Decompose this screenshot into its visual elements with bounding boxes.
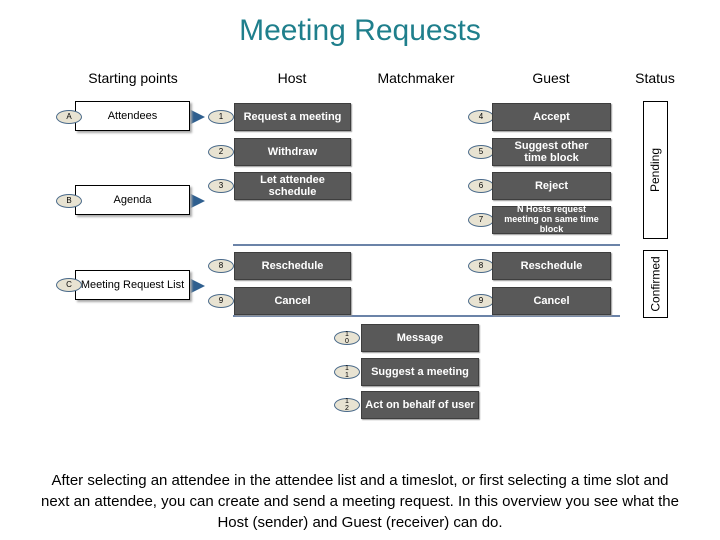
host-cancel-button[interactable]: Cancel bbox=[234, 287, 351, 315]
matchmaker-act-on-behalf-button[interactable]: Act on behalf of user bbox=[361, 391, 479, 419]
column-header-matchmaker: Matchmaker bbox=[377, 70, 455, 86]
start-meeting-request-list-label: Meeting Request List bbox=[80, 279, 185, 291]
badge-host-9: 9 bbox=[208, 294, 234, 308]
guest-cancel-button[interactable]: Cancel bbox=[492, 287, 611, 315]
badge-guest-8: 8 bbox=[468, 259, 494, 273]
badge-matchmaker-10: 1 0 bbox=[334, 331, 360, 345]
badge-matchmaker-12: 1 2 bbox=[334, 398, 360, 412]
badge-guest-4: 4 bbox=[468, 110, 494, 124]
host-withdraw-button[interactable]: Withdraw bbox=[234, 138, 351, 166]
badge-guest-9: 9 bbox=[468, 294, 494, 308]
badge-c: C bbox=[56, 278, 82, 292]
start-attendees-box[interactable]: Attendees bbox=[75, 101, 190, 131]
badge-matchmaker-10-bottom: 0 bbox=[345, 338, 349, 345]
column-header-status: Status bbox=[635, 70, 675, 86]
badge-matchmaker-12-top: 1 bbox=[345, 398, 349, 405]
guest-reject-button[interactable]: Reject bbox=[492, 172, 611, 200]
start-agenda-box[interactable]: Agenda bbox=[75, 185, 190, 215]
badge-host-8: 8 bbox=[208, 259, 234, 273]
start-meeting-request-list-box[interactable]: Meeting Request List bbox=[75, 270, 190, 300]
badge-guest-5: 5 bbox=[468, 145, 494, 159]
badge-matchmaker-12-bottom: 2 bbox=[345, 405, 349, 412]
column-header-host: Host bbox=[277, 70, 307, 86]
footer-caption: After selecting an attendee in the atten… bbox=[41, 472, 679, 531]
guest-suggest-other-time-button[interactable]: Suggest other time block bbox=[492, 138, 611, 166]
host-let-attendee-schedule-button[interactable]: Let attendee schedule bbox=[234, 172, 351, 200]
guest-reschedule-button[interactable]: Reschedule bbox=[492, 252, 611, 280]
badge-matchmaker-11: 1 1 bbox=[334, 365, 360, 379]
column-header-guest: Guest bbox=[532, 70, 570, 86]
badge-guest-6: 6 bbox=[468, 179, 494, 193]
badge-matchmaker-11-bottom: 1 bbox=[345, 372, 349, 379]
matchmaker-message-button[interactable]: Message bbox=[361, 324, 479, 352]
host-reschedule-button[interactable]: Reschedule bbox=[234, 252, 351, 280]
badge-host-3: 3 bbox=[208, 179, 234, 193]
matchmaker-suggest-meeting-button[interactable]: Suggest a meeting bbox=[361, 358, 479, 386]
badge-matchmaker-10-top: 1 bbox=[345, 331, 349, 338]
status-pending-label: Pending bbox=[648, 147, 663, 193]
status-confirmed: Confirmed bbox=[643, 250, 668, 318]
badge-host-2: 2 bbox=[208, 145, 234, 159]
guest-accept-button[interactable]: Accept bbox=[492, 103, 611, 131]
host-request-meeting-button[interactable]: Request a meeting bbox=[234, 103, 351, 131]
badge-a: A bbox=[56, 110, 82, 124]
page-title: Meeting Requests bbox=[239, 14, 481, 47]
column-header-starting-points: Starting points bbox=[88, 70, 178, 86]
badge-guest-7: 7 bbox=[468, 213, 494, 227]
badge-matchmaker-11-top: 1 bbox=[345, 365, 349, 372]
badge-b: B bbox=[56, 194, 82, 208]
start-attendees-label: Attendees bbox=[107, 110, 158, 122]
guest-n-hosts-request-button[interactable]: N Hosts request meeting on same time blo… bbox=[492, 204, 611, 234]
status-pending: Pending bbox=[643, 101, 668, 239]
status-confirmed-label: Confirmed bbox=[648, 256, 663, 312]
start-agenda-label: Agenda bbox=[113, 194, 152, 206]
badge-host-1: 1 bbox=[208, 110, 234, 124]
